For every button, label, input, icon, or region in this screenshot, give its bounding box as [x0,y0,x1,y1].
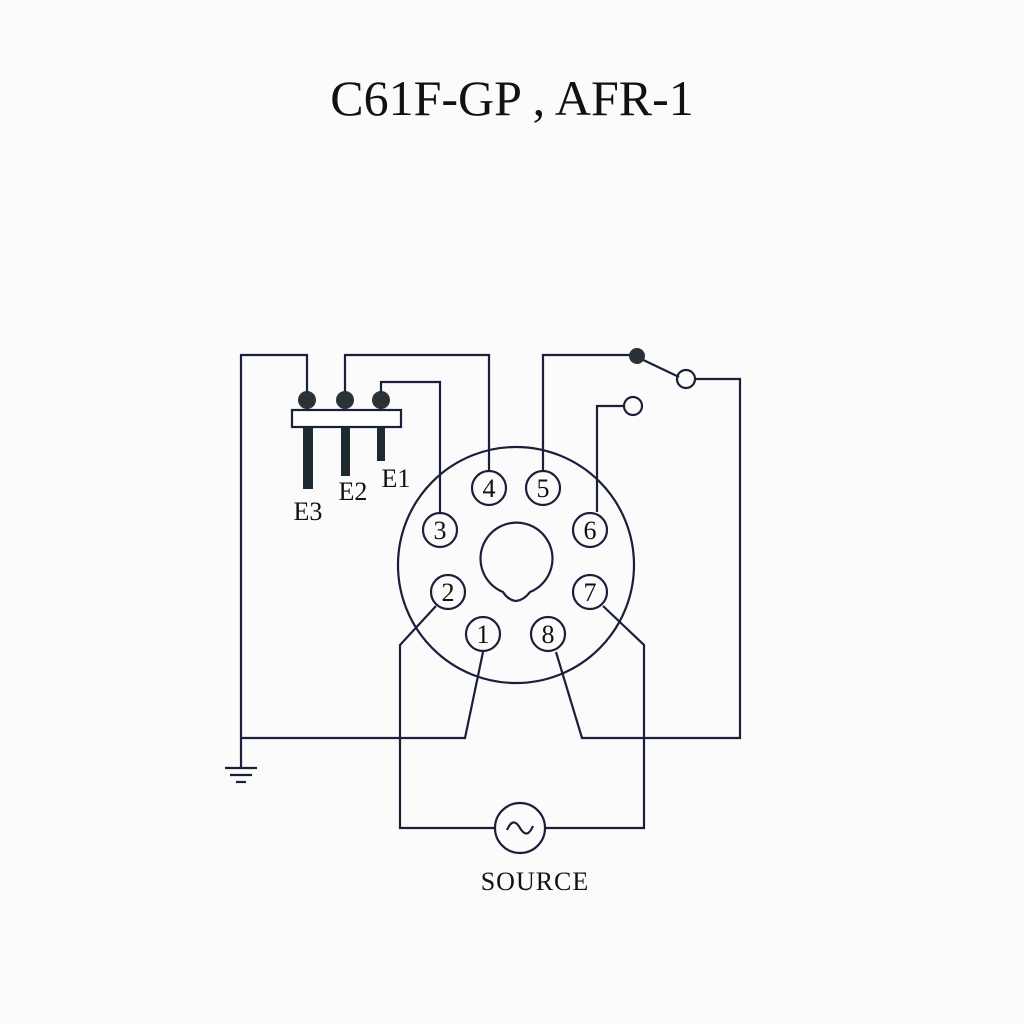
source-label: SOURCE [481,867,590,896]
pin-label: 5 [537,474,550,503]
pin-circle [529,615,567,653]
electrode-e2-rod [341,427,350,476]
wires [239,353,742,830]
pin1-to-ground-wire [241,651,485,740]
socket-pin-6: 6 [571,511,609,549]
electrode-e3-rod [303,427,313,489]
octal-socket [396,445,636,685]
socket-pin-1: 1 [464,615,502,653]
electrode-e1-label: E1 [382,464,411,493]
pin-label: 3 [434,516,447,545]
e1-to-pin3-wire [379,380,442,512]
e2-to-pin4-wire [343,353,491,470]
pin-label: 2 [442,578,455,607]
electrode-e3-label: E3 [294,497,323,526]
sine-wave-icon [505,821,535,835]
relay-no-contact [675,368,697,390]
pin2-to-source-wire [398,605,495,830]
socket-key-hole [479,521,554,603]
electrode-e2-terminal [336,391,354,409]
pin-label: 8 [542,620,555,649]
socket-pin-4: 4 [470,469,508,507]
socket-pin-5: 5 [524,469,562,507]
pin-label: 6 [584,516,597,545]
ac-source-icon [493,801,547,855]
relay-nc-contact [622,395,644,417]
pin-label: 1 [477,620,490,649]
pin5-to-common-wire [541,353,637,470]
socket-outline [396,445,636,685]
pin-circle [571,573,609,611]
socket-pin-3: 3 [421,511,459,549]
pin-label: 4 [483,474,496,503]
no-contact-to-pin8-wire [554,377,742,740]
nc-contact-to-pin6-wire [595,404,624,512]
electrode-e2-label: E2 [339,477,368,506]
pin-circle [524,469,562,507]
pin7-to-source-wire [545,605,646,830]
socket-pins: 12 3 4 5 6 78 [421,469,609,653]
pin-circle [421,511,459,549]
relay-common-contact [629,348,645,364]
ground-icon [225,766,257,784]
electrode-e1-terminal [372,391,390,409]
socket-pin-2: 2 [429,573,467,611]
pin-circle [470,469,508,507]
electrode-bar [290,408,403,429]
diagram-title: C61F-GP , AFR-1 [330,70,694,126]
pin-circle [571,511,609,549]
pin-circle [429,573,467,611]
electrode-holder: E3 E2 E1 [290,391,411,526]
pin-circle [464,615,502,653]
relay-switch-arm [636,356,680,378]
electrode-e3-terminal [298,391,316,409]
electrode-e1-rod [377,427,385,461]
socket-pin-7: 7 [571,573,609,611]
ground-wire [239,353,309,768]
socket-pin-8: 8 [529,615,567,653]
pin-label: 7 [584,578,597,607]
